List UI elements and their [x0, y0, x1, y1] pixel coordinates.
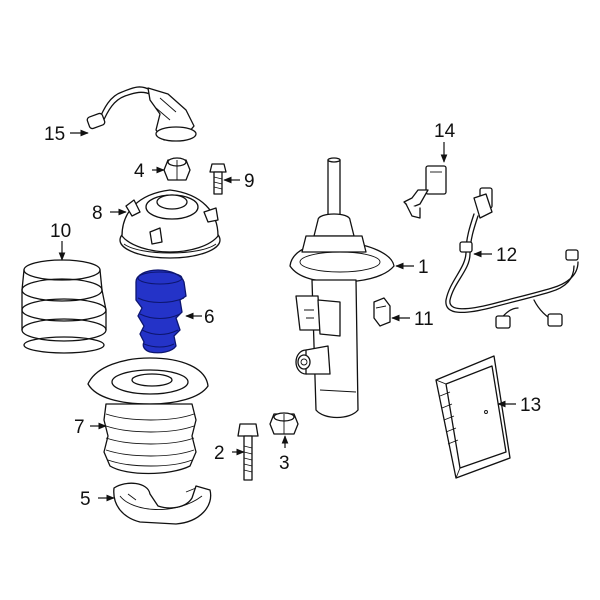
callout-12[interactable]: 12 — [496, 245, 517, 266]
part-14-sensor[interactable] — [403, 165, 447, 219]
part-8-strut-mount[interactable] — [119, 189, 221, 259]
part-9-bolt[interactable] — [209, 163, 227, 195]
part-5-lower-spring-seat[interactable] — [113, 482, 212, 525]
part-10-coil-spring[interactable] — [21, 259, 107, 354]
callout-3[interactable]: 3 — [279, 453, 290, 474]
part-4-nut[interactable] — [163, 157, 191, 181]
callout-2[interactable]: 2 — [214, 443, 225, 464]
callout-labels: 1 2 3 4 5 6 7 8 9 10 11 12 13 14 15 — [44, 121, 541, 510]
part-6-bump-stop[interactable] — [135, 269, 187, 354]
part-11-clip[interactable] — [373, 297, 391, 327]
callout-6[interactable]: 6 — [204, 307, 215, 328]
part-7-spring-seat-boot[interactable] — [87, 357, 209, 475]
part-1-strut-assembly[interactable] — [289, 157, 395, 419]
part-13-control-module[interactable] — [435, 355, 511, 479]
callout-5[interactable]: 5 — [80, 489, 91, 510]
callout-7[interactable]: 7 — [74, 417, 85, 438]
callout-9[interactable]: 9 — [244, 171, 255, 192]
part-15-sensor-wire[interactable] — [86, 86, 197, 142]
part-2-bolt[interactable] — [237, 423, 259, 481]
part-12-wiring-harness[interactable] — [445, 187, 579, 329]
callout-1[interactable]: 1 — [418, 257, 429, 278]
callout-leaders — [58, 129, 516, 502]
callout-10[interactable]: 10 — [50, 221, 71, 242]
callout-4[interactable]: 4 — [134, 161, 145, 182]
callout-15[interactable]: 15 — [44, 124, 65, 145]
callout-8[interactable]: 8 — [92, 203, 103, 224]
callout-14[interactable]: 14 — [434, 121, 456, 142]
part-3-nut[interactable] — [269, 412, 299, 435]
callout-11[interactable]: 11 — [414, 309, 434, 330]
callout-13[interactable]: 13 — [520, 395, 541, 416]
